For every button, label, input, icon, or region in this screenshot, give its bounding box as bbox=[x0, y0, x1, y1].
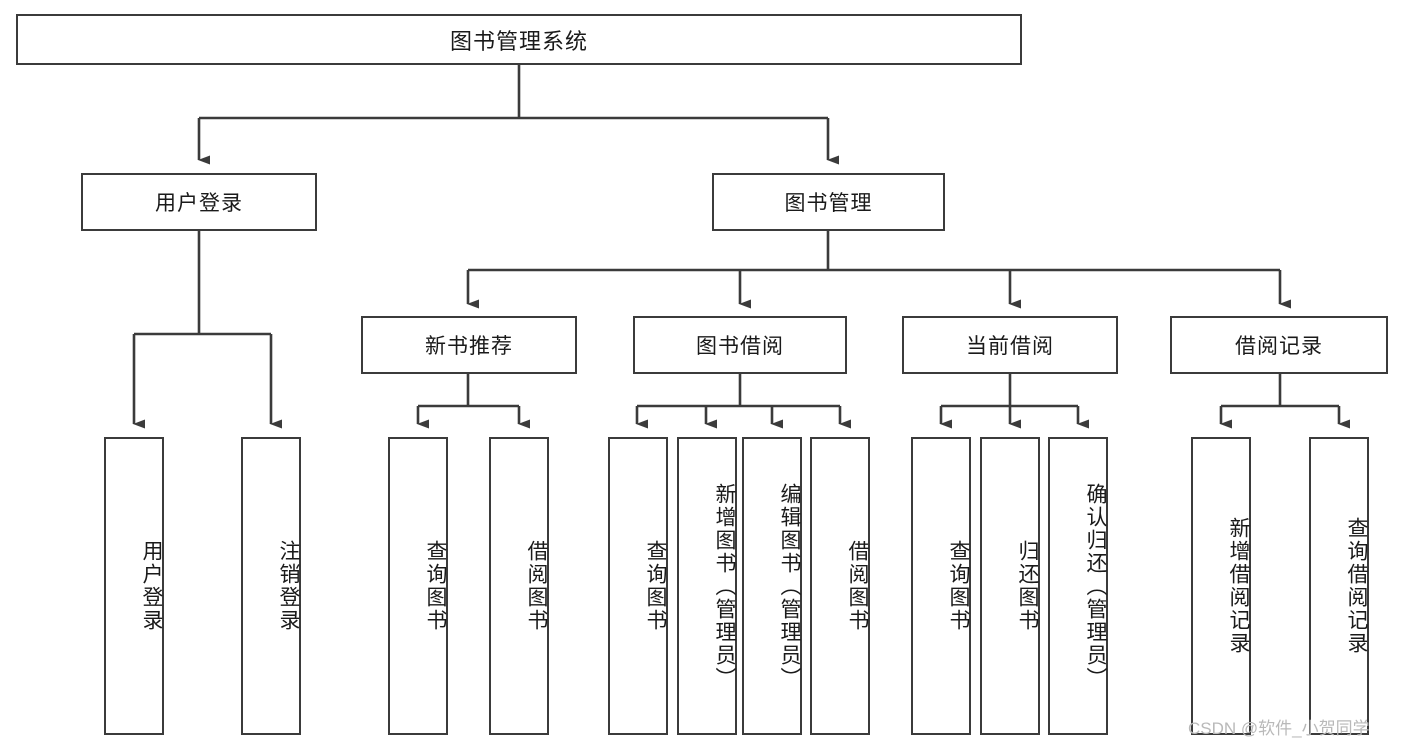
node-label: 图书管理 bbox=[784, 192, 873, 215]
leaf-query-book-recommend[interactable]: 查询图书 bbox=[388, 437, 448, 735]
leaf-return-book[interactable]: 归还图书 bbox=[980, 437, 1040, 735]
node-book-management[interactable]: 图书管理 bbox=[712, 173, 945, 231]
node-user-login[interactable]: 用户登录 bbox=[81, 173, 317, 231]
leaf-query-book-borrow[interactable]: 查询图书 bbox=[608, 437, 668, 735]
node-label: 查询图书 bbox=[424, 540, 447, 632]
node-label: 查询借阅记录 bbox=[1345, 517, 1368, 655]
node-label: 用户登录 bbox=[155, 192, 243, 215]
leaf-borrow-book-recommend[interactable]: 借阅图书 bbox=[489, 437, 549, 735]
watermark-text: CSDN @软件_小贺同学 bbox=[1188, 719, 1370, 738]
node-label: 注销登录 bbox=[277, 540, 300, 632]
node-label: 借阅图书 bbox=[846, 540, 869, 632]
node-label: 新书推荐 bbox=[425, 335, 513, 358]
node-label: 新增借阅记录 bbox=[1227, 517, 1250, 655]
leaf-add-book-admin[interactable]: 新增图书（管理员） bbox=[677, 437, 737, 735]
node-label: 查询图书 bbox=[644, 540, 667, 632]
leaf-confirm-return-admin[interactable]: 确认归还（管理员） bbox=[1048, 437, 1108, 735]
node-new-book-recommend[interactable]: 新书推荐 bbox=[361, 316, 577, 374]
node-label: 当前借阅 bbox=[966, 335, 1054, 358]
leaf-logout-login[interactable]: 注销登录 bbox=[241, 437, 301, 735]
leaf-query-borrow-record[interactable]: 查询借阅记录 bbox=[1309, 437, 1369, 735]
leaf-edit-book-admin[interactable]: 编辑图书（管理员） bbox=[742, 437, 802, 735]
leaf-query-book-current[interactable]: 查询图书 bbox=[911, 437, 971, 735]
leaf-borrow-book[interactable]: 借阅图书 bbox=[810, 437, 870, 735]
node-label: 新增图书（管理员） bbox=[713, 482, 736, 690]
node-current-borrow[interactable]: 当前借阅 bbox=[902, 316, 1118, 374]
node-label: 图书借阅 bbox=[696, 335, 784, 358]
node-root-system[interactable]: 图书管理系统 bbox=[16, 14, 1022, 65]
node-label: 用户登录 bbox=[140, 540, 163, 632]
node-label: 借阅记录 bbox=[1235, 335, 1323, 358]
node-label: 编辑图书（管理员） bbox=[778, 482, 801, 690]
leaf-add-borrow-record[interactable]: 新增借阅记录 bbox=[1191, 437, 1251, 735]
node-label: 确认归还（管理员） bbox=[1084, 482, 1107, 690]
node-label: 图书管理系统 bbox=[449, 28, 588, 54]
node-book-borrow[interactable]: 图书借阅 bbox=[633, 316, 847, 374]
node-label: 查询图书 bbox=[947, 540, 970, 632]
node-label: 归还图书 bbox=[1016, 540, 1039, 632]
leaf-user-login[interactable]: 用户登录 bbox=[104, 437, 164, 735]
node-borrow-record[interactable]: 借阅记录 bbox=[1170, 316, 1388, 374]
node-label: 借阅图书 bbox=[525, 540, 548, 632]
